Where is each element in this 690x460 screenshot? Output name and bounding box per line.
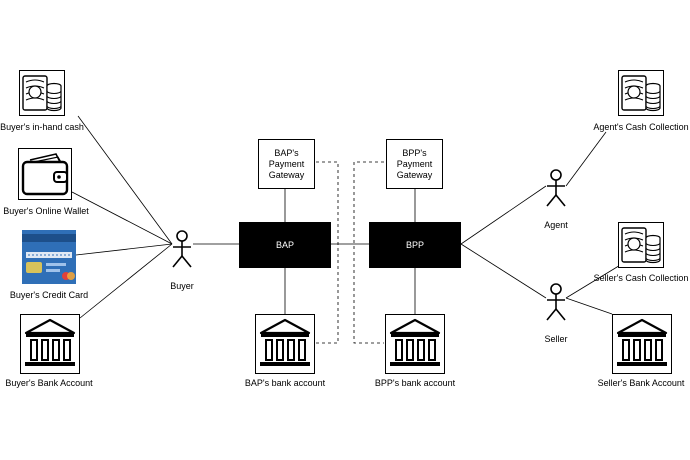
line-bpp-seller — [460, 243, 547, 299]
line-seller-cash — [565, 263, 623, 299]
connection-lines — [71, 115, 623, 319]
dashed-links — [316, 161, 384, 344]
buyer-bank-label: Buyer's Bank Account — [5, 378, 93, 388]
seller-cash-label: Seller's Cash Collection — [593, 273, 689, 283]
seller-bank-label: Seller's Bank Account — [597, 378, 685, 388]
bpp-bank-icon — [384, 313, 446, 375]
bpp-node: BPP — [369, 222, 461, 268]
line-card-buyer — [75, 243, 173, 256]
bap-bank-icon — [254, 313, 316, 375]
bap-node: BAP — [239, 222, 331, 268]
bap-payment-gateway: BAP's Payment Gateway — [258, 139, 315, 189]
buyer-actor-icon — [172, 230, 192, 268]
agent-cash-icon — [617, 69, 665, 117]
seller-cash-icon — [617, 221, 665, 269]
line-bpp-agent — [460, 185, 547, 245]
agent-actor-icon — [546, 169, 566, 207]
credit-card-icon — [21, 229, 77, 285]
buyer-bank-icon — [19, 313, 81, 375]
seller-actor-icon — [546, 283, 566, 321]
bap-bank-label: BAP's bank account — [244, 378, 326, 388]
agent-cash-label: Agent's Cash Collection — [593, 122, 689, 132]
line-bank-buyer — [79, 243, 173, 319]
buyer-label: Buyer — [170, 281, 194, 291]
line-wallet-buyer — [71, 191, 173, 245]
seller-bank-icon — [611, 313, 673, 375]
line-seller-bank — [565, 297, 613, 315]
line-cash-buyer — [77, 115, 173, 245]
agent-label: Agent — [544, 220, 568, 230]
seller-label: Seller — [544, 334, 568, 344]
buyer-wallet-label: Buyer's Online Wallet — [3, 206, 89, 216]
dashed-bpp-gateway-bank — [353, 161, 384, 344]
buyer-cash-label: Buyer's in-hand cash — [0, 122, 84, 132]
wallet-icon — [17, 147, 73, 201]
buyer-cash-icon — [18, 69, 66, 117]
bpp-bank-label: BPP's bank account — [374, 378, 456, 388]
line-agent-cash — [565, 131, 607, 187]
buyer-card-label: Buyer's Credit Card — [9, 290, 89, 300]
bpp-payment-gateway: BPP's Payment Gateway — [386, 139, 443, 189]
